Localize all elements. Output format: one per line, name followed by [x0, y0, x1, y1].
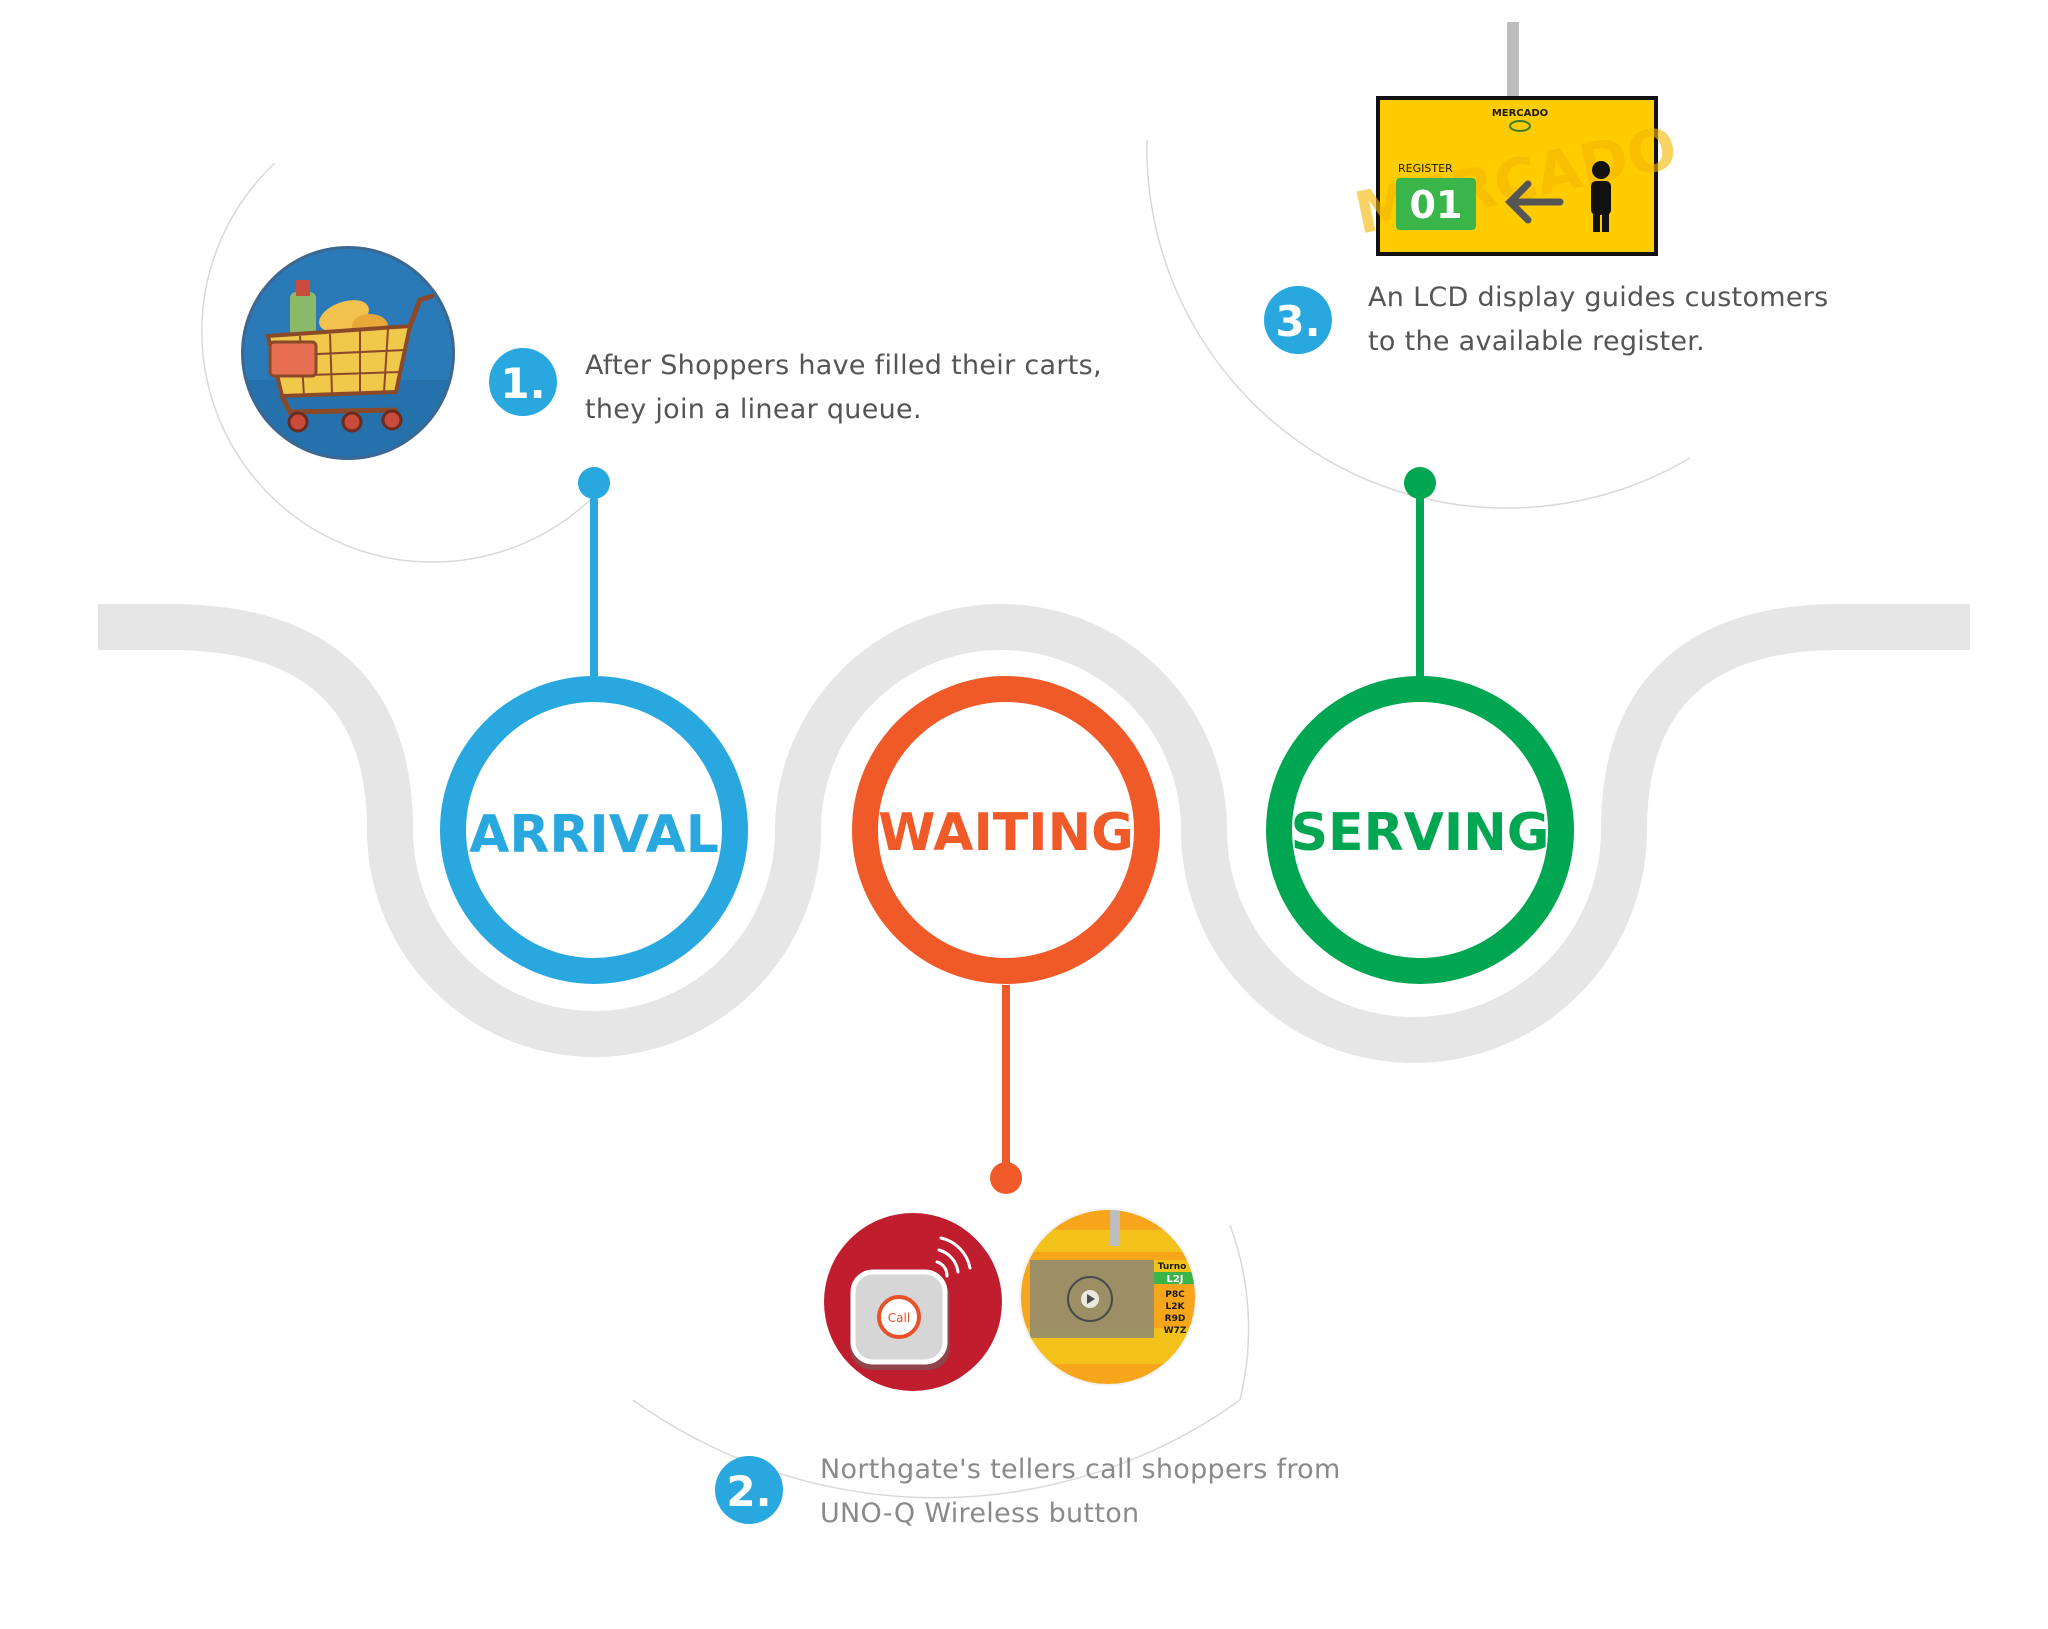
stage-arrival-label: ARRIVAL — [469, 805, 719, 865]
step-1-line-1: After Shoppers have filled their carts, — [585, 350, 1102, 381]
arrival-connector-dot — [578, 467, 610, 499]
step-1-line-2: they join a linear queue. — [585, 394, 922, 425]
queue-ticket: P8C — [1165, 1290, 1185, 1300]
queue-ticket: W7Z — [1164, 1326, 1187, 1336]
queue-ticket: R9D — [1165, 1314, 1186, 1324]
waiting-connector-dot — [990, 1162, 1022, 1194]
step-3-line-2: to the available register. — [1368, 326, 1706, 357]
shopping-cart-icon — [241, 246, 455, 460]
queue-display-icon: Turno L2J P8C L2K R9D W7Z — [1019, 1208, 1197, 1386]
queue-ticket: L2K — [1166, 1302, 1186, 1312]
step-2-line-1: Northgate's tellers call shoppers from — [820, 1454, 1341, 1485]
arrow-left-icon — [1505, 180, 1564, 224]
queue-display-current: L2J — [1166, 1274, 1183, 1285]
connectors — [578, 467, 1436, 1194]
step-3-badge: 3. — [1264, 286, 1332, 354]
wireless-signal-icon — [935, 1236, 972, 1278]
call-button-label: Call — [888, 1311, 910, 1325]
lcd-brand: MERCADO — [1492, 108, 1548, 119]
queue-display-header: Turno — [1158, 1262, 1187, 1272]
serving-connector-dot — [1404, 467, 1436, 499]
step-3-description: An LCD display guides customers to the a… — [1368, 276, 1829, 364]
person-icon — [1591, 161, 1611, 232]
step-2-line-2: UNO-Q Wireless button — [820, 1498, 1140, 1529]
wavy-track — [98, 604, 1970, 1063]
step-1-badge: 1. — [489, 348, 557, 416]
stage-serving: SERVING — [1266, 676, 1574, 984]
lcd-display-icon: MERCADO MERCADO REGISTER 01 — [1349, 22, 1683, 256]
step-1-badge-text: 1. — [500, 359, 545, 408]
step-3-badge-text: 3. — [1275, 297, 1320, 346]
stage-waiting-label: WAITING — [878, 803, 1134, 863]
step-2-description: Northgate's tellers call shoppers from U… — [820, 1448, 1341, 1536]
stage-serving-label: SERVING — [1291, 803, 1550, 863]
call-button-icon: Call — [824, 1213, 1002, 1391]
step-2-badge-text: 2. — [726, 1467, 771, 1516]
stage-arrival: ARRIVAL — [440, 676, 748, 984]
lcd-register-label: REGISTER — [1398, 162, 1453, 175]
step-1-description: After Shoppers have filled their carts, … — [585, 344, 1102, 432]
lcd-register-number: 01 — [1410, 183, 1463, 227]
arc-step-1 — [201, 162, 591, 563]
arc-step-3 — [1146, 139, 1691, 509]
step-2-badge: 2. — [715, 1456, 783, 1524]
stage-waiting: WAITING — [852, 676, 1160, 984]
step-3-line-1: An LCD display guides customers — [1368, 282, 1829, 313]
